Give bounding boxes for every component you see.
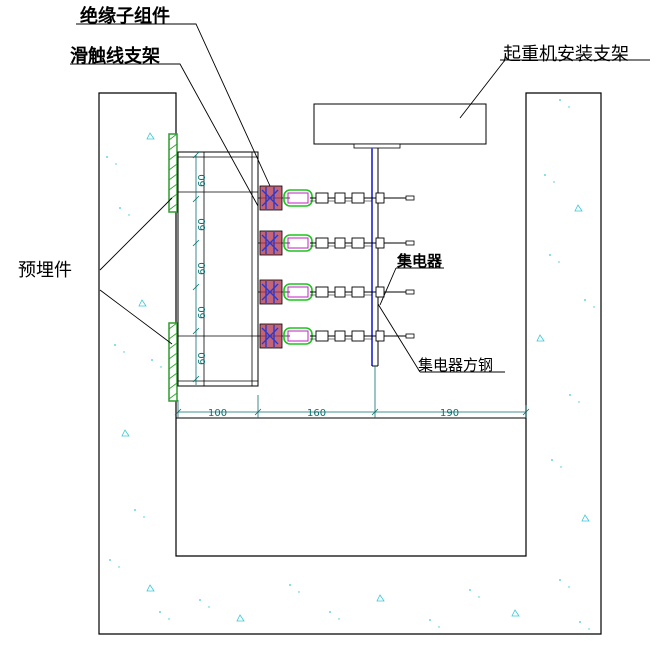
speckle — [289, 584, 291, 586]
dim-v-1: 60 — [197, 174, 208, 187]
speckle — [574, 204, 583, 212]
connector-nut-icon — [351, 330, 365, 342]
speckle — [119, 207, 121, 209]
speckle — [559, 99, 561, 101]
collector-row-2 — [258, 230, 415, 256]
connector-nut-icon — [334, 286, 346, 298]
insulator-icon — [259, 323, 283, 349]
connector-nut-icon — [375, 192, 385, 204]
label-rail-bracket: 滑触线支架 — [70, 45, 160, 67]
speckle — [128, 214, 130, 216]
speckle — [199, 599, 201, 601]
speckle — [549, 254, 551, 256]
speckle — [553, 181, 555, 183]
label-insulator-assembly: 绝缘子组件 — [80, 5, 170, 27]
dim-v-4: 60 — [197, 306, 208, 319]
speckle — [168, 618, 170, 620]
dim-v-5: 60 — [197, 352, 208, 365]
speckle — [569, 394, 571, 396]
speckle — [581, 514, 590, 522]
connector-nut-icon — [334, 192, 346, 204]
speckle — [109, 559, 111, 561]
speckle — [338, 618, 340, 620]
speckle — [236, 614, 245, 622]
connector-nut-icon — [351, 286, 365, 298]
dimension-lines — [174, 151, 530, 418]
speckle — [588, 628, 590, 630]
collector-row-1 — [258, 185, 415, 211]
speckle — [559, 579, 561, 581]
speckle — [478, 596, 480, 598]
connector-nut-icon — [315, 237, 329, 249]
label-crane-bracket: 起重机安装支架 — [503, 44, 629, 65]
dim-v-2: 60 — [197, 218, 208, 231]
crane-mounting-bracket — [313, 103, 487, 367]
speckle — [146, 132, 155, 140]
insulator-icon — [259, 230, 283, 256]
connector-nut-icon — [334, 330, 346, 342]
collector-rows — [258, 185, 415, 349]
speckle — [568, 106, 570, 108]
collector-row-4 — [258, 323, 415, 349]
speckle — [138, 299, 147, 307]
speckle — [593, 306, 595, 308]
insulator-icon — [259, 279, 283, 305]
speckle — [115, 163, 117, 165]
embedded-part-lower — [168, 322, 178, 402]
speckle — [469, 589, 471, 591]
connector-nut-icon — [315, 330, 329, 342]
label-collector: 集电器 — [396, 252, 443, 270]
speckle — [584, 299, 586, 301]
speckle — [106, 156, 108, 158]
speckle — [536, 334, 545, 342]
speckle — [560, 466, 562, 468]
speckle — [568, 586, 570, 588]
speckle — [579, 621, 581, 623]
speckle — [511, 609, 520, 617]
speckle — [558, 261, 560, 263]
insulator-icon — [259, 185, 283, 211]
speckle — [544, 174, 546, 176]
speckle — [123, 351, 125, 353]
embedded-part-upper — [168, 133, 178, 213]
speckle — [438, 626, 440, 628]
speckle — [114, 344, 116, 346]
leader-lines — [70, 23, 650, 373]
speckle — [151, 359, 153, 361]
connector-nut-icon — [375, 237, 385, 249]
speckle — [298, 591, 300, 593]
dim-v-3: 60 — [197, 262, 208, 275]
collector-row-3 — [258, 279, 415, 305]
connector-nut-icon — [375, 286, 385, 298]
speckle — [159, 611, 161, 613]
dim-h-3: 190 — [440, 408, 459, 419]
speckle — [208, 606, 210, 608]
speckle — [329, 611, 331, 613]
speckle — [376, 594, 385, 602]
connector-nut-icon — [315, 286, 329, 298]
connector-nut-icon — [375, 330, 385, 342]
concrete-trench — [98, 92, 602, 635]
speckle — [551, 459, 553, 461]
speckle — [578, 401, 580, 403]
speckle — [134, 509, 136, 511]
connector-nut-icon — [351, 237, 365, 249]
speckle — [121, 429, 130, 437]
speckle — [118, 566, 120, 568]
speckle — [143, 516, 145, 518]
connector-nut-icon — [351, 192, 365, 204]
speckle — [160, 366, 162, 368]
connector-nut-icon — [315, 192, 329, 204]
rail-bracket — [177, 151, 259, 387]
label-embedded-part: 预埋件 — [18, 260, 72, 281]
speckle — [429, 619, 431, 621]
dim-h-1: 100 — [208, 408, 227, 419]
connector-nut-icon — [334, 237, 346, 249]
concrete-speckles — [106, 99, 595, 630]
label-collector-square-steel: 集电器方钢 — [418, 356, 493, 374]
dim-h-2: 160 — [307, 408, 326, 419]
speckle — [146, 584, 155, 592]
